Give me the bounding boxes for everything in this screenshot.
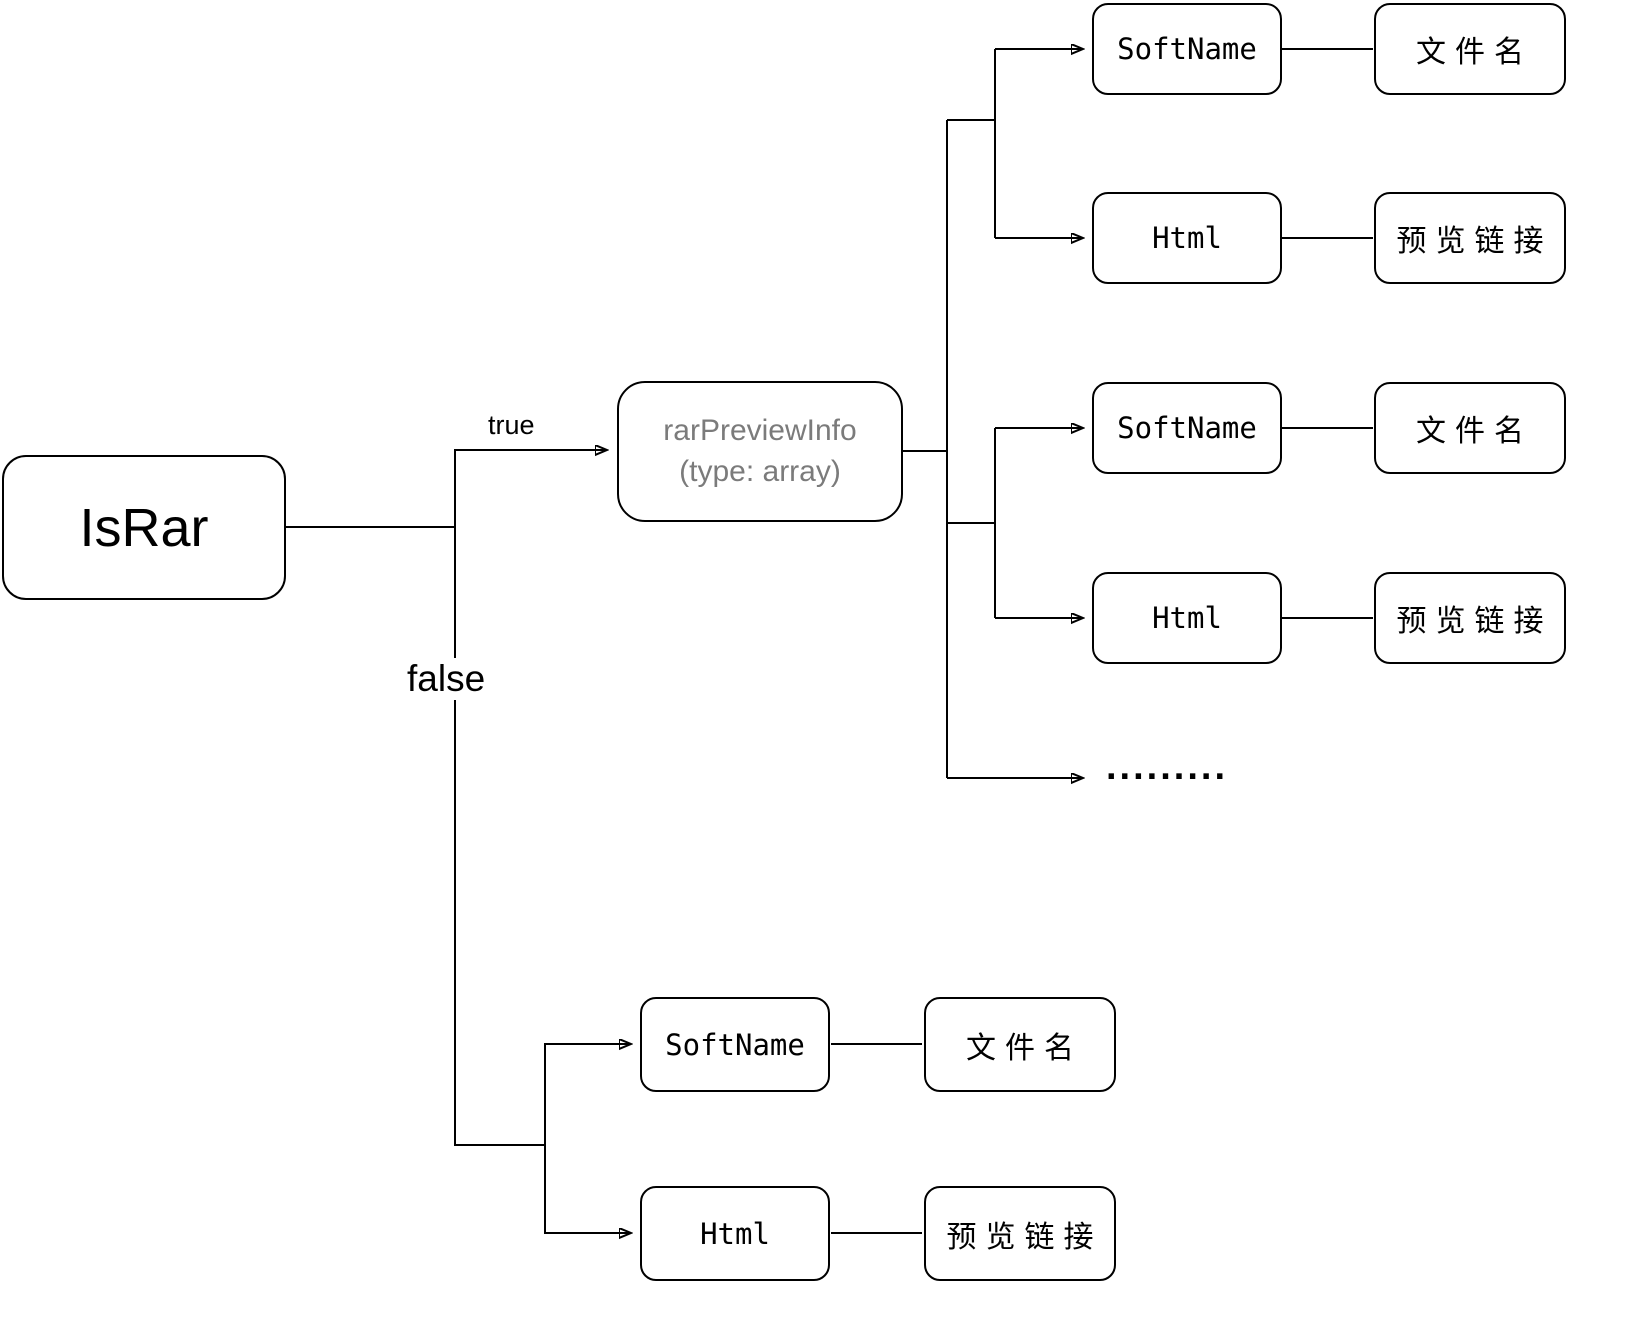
node-previewlink-false: 预览链接 <box>924 1186 1116 1281</box>
node-filename-false: 文件名 <box>924 997 1116 1092</box>
node-israr-label: IsRar <box>79 497 209 558</box>
node-rarpreviewinfo: rarPreviewInfo (type: array) <box>617 381 903 522</box>
node-previewlink-false-label: 预览链接 <box>946 1219 1103 1255</box>
node-rarpreviewinfo-text: rarPreviewInfo (type: array) <box>663 411 856 492</box>
node-filename-false-label: 文件名 <box>966 1030 1083 1066</box>
node-previewlink-group1: 预览链接 <box>1374 192 1566 284</box>
node-html-group2: Html <box>1092 572 1282 664</box>
node-previewlink-group1-label: 预览链接 <box>1396 224 1553 259</box>
node-html-group2-label: Html <box>1152 601 1222 635</box>
node-israr: IsRar <box>2 455 286 600</box>
node-filename-group1-label: 文件名 <box>1416 35 1533 70</box>
node-softname-group2-label: SoftName <box>1117 411 1257 445</box>
edge-false-softname <box>544 1044 630 1145</box>
node-previewlink-group2-label: 预览链接 <box>1396 604 1553 639</box>
node-html-false-label: Html <box>700 1216 770 1251</box>
edge-label-false: false <box>403 658 490 700</box>
node-softname-false-label: SoftName <box>665 1027 805 1062</box>
node-rarpreviewinfo-title: rarPreviewInfo <box>663 414 857 447</box>
node-html-group1-label: Html <box>1152 221 1222 255</box>
edge-true-branch <box>454 450 606 527</box>
node-filename-group2: 文件名 <box>1374 382 1566 474</box>
node-html-false: Html <box>640 1186 830 1281</box>
node-softname-false: SoftName <box>640 997 830 1092</box>
edge-false-trunk <box>454 527 545 1146</box>
node-previewlink-group2: 预览链接 <box>1374 572 1566 664</box>
node-filename-group2-label: 文件名 <box>1416 414 1533 449</box>
ellipsis-label: ......... <box>1106 746 1229 788</box>
node-filename-group1: 文件名 <box>1374 3 1566 95</box>
node-rarpreviewinfo-subtitle: (type: array) <box>679 454 841 488</box>
node-softname-group1: SoftName <box>1092 3 1282 95</box>
node-softname-group2: SoftName <box>1092 382 1282 474</box>
edge-label-true: true <box>484 410 539 441</box>
node-softname-group1-label: SoftName <box>1117 32 1257 66</box>
edge-false-html <box>544 1145 630 1233</box>
node-html-group1: Html <box>1092 192 1282 284</box>
